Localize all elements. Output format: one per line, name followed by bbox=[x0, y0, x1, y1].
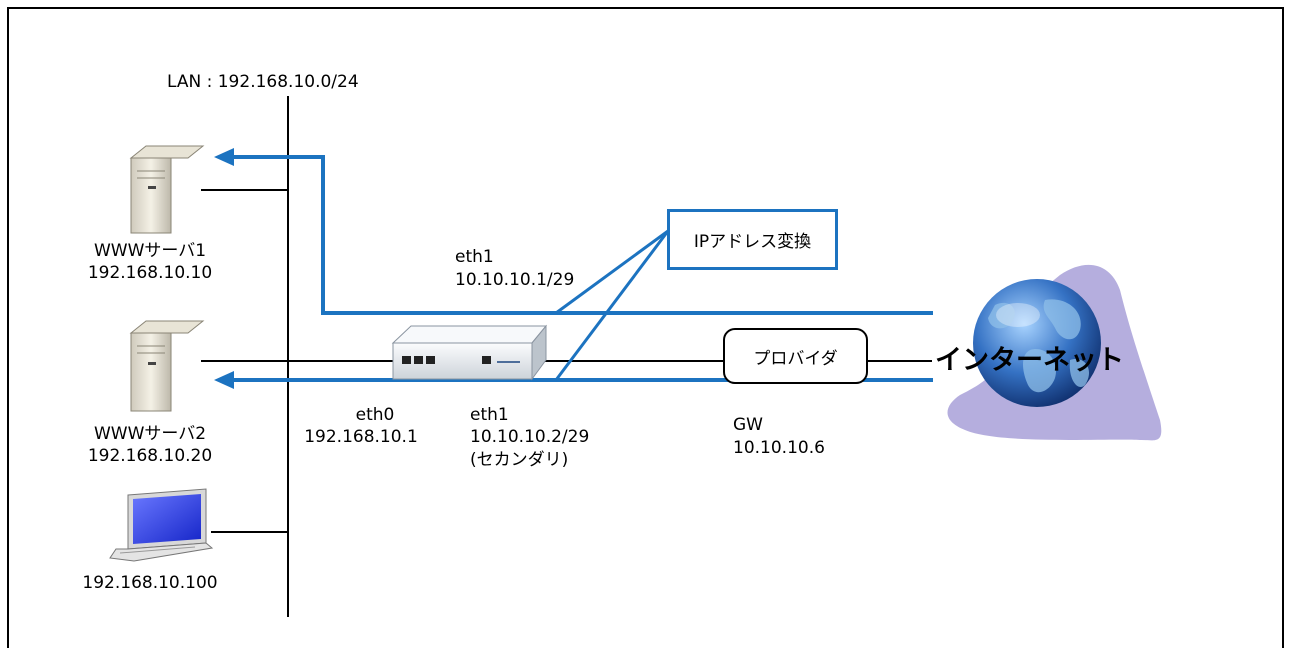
lan-label: LAN : 192.168.10.0/24 bbox=[167, 72, 359, 92]
router-icon bbox=[391, 324, 548, 381]
server2-ip: 192.168.10.20 bbox=[87, 446, 213, 466]
server1-ip: 192.168.10.10 bbox=[87, 263, 213, 283]
flow-arrowhead-server1 bbox=[214, 148, 234, 166]
eth1-secondary-ip: 10.10.10.2/29 bbox=[470, 427, 590, 447]
eth0-ip: 192.168.10.1 bbox=[304, 427, 418, 447]
gateway-ip: 10.10.10.6 bbox=[733, 438, 825, 458]
eth1-primary-ip: 10.10.10.1/29 bbox=[455, 270, 575, 290]
flow-path-server1 bbox=[232, 155, 933, 315]
server1-name: WWWサーバ1 bbox=[93, 241, 207, 261]
pc-ip: 192.168.10.100 bbox=[82, 573, 218, 593]
nat-label: IPアドレス変換 bbox=[693, 232, 812, 252]
nat-callout-line-2 bbox=[554, 230, 670, 381]
nat-callout-line-1 bbox=[555, 229, 669, 315]
server2-name: WWWサーバ2 bbox=[93, 424, 207, 444]
gateway-name: GW bbox=[733, 415, 763, 435]
diagram-frame bbox=[7, 7, 1284, 648]
flow-arrowhead-server2 bbox=[214, 371, 234, 389]
nat-label-box: IPアドレス変換 bbox=[667, 209, 838, 270]
globe-icon bbox=[947, 264, 1162, 441]
server-tower-icon bbox=[129, 145, 205, 234]
provider-box: プロバイダ bbox=[723, 328, 868, 384]
eth0-name: eth0 bbox=[355, 405, 395, 425]
laptop-icon bbox=[109, 488, 214, 562]
eth1-secondary-name: eth1 bbox=[470, 405, 509, 425]
eth1-secondary-note: (セカンダリ) bbox=[470, 450, 569, 470]
eth1-primary-name: eth1 bbox=[455, 247, 494, 267]
server-tower-icon bbox=[129, 320, 205, 412]
provider-label: プロバイダ bbox=[753, 348, 838, 369]
internet-label: インターネット bbox=[935, 345, 1124, 376]
